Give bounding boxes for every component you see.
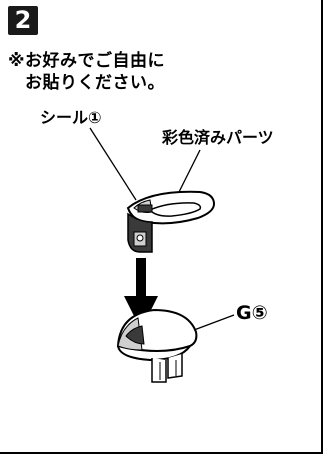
seal-sticker-mark [137,204,153,213]
painted-part-illustration [126,190,216,253]
sticker-note: ※お好みでご自由に お貼りください。 [8,50,165,94]
note-line-1: ※お好みでご自由に [8,51,166,71]
seal-leader-line [89,127,137,201]
note-line-2: お貼りください。 [25,73,165,93]
part-g-illustration [116,308,198,383]
part-g-label: G⑤ [236,302,268,324]
painted-part-label: 彩色済みパーツ [162,128,274,147]
seal-label: シール① [40,108,102,127]
step-number-badge: 2 [8,6,38,35]
painted-part-leader-line [175,149,201,199]
part-g-leader-line [193,314,235,331]
